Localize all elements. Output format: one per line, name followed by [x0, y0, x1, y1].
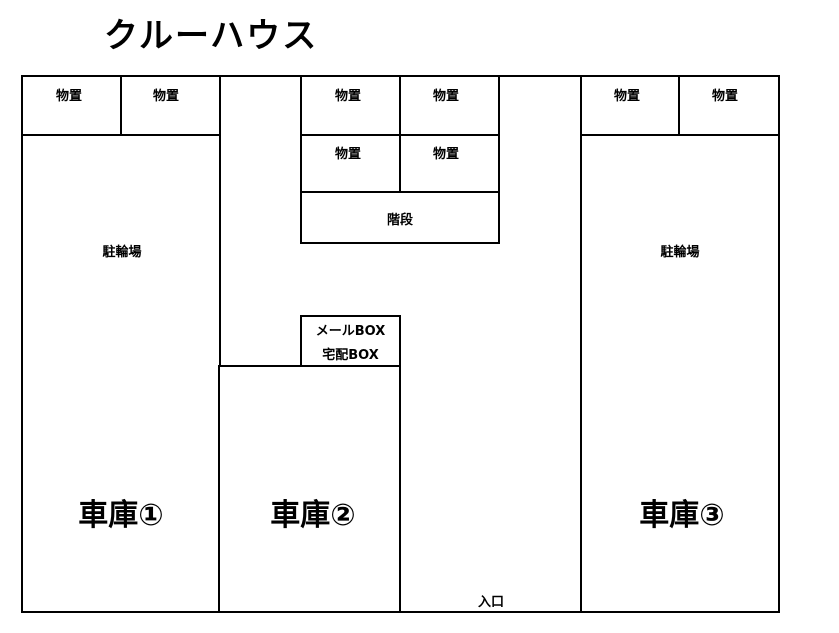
page-title: クルーハウス	[104, 16, 319, 56]
stairs-label: 階段	[386, 213, 413, 228]
storage-right-2-label: 物置	[711, 89, 738, 104]
mail-delivery-box	[300, 315, 401, 368]
storage-right-2	[678, 75, 780, 136]
storage-center-3-label: 物置	[334, 147, 361, 162]
storage-center-4-label: 物置	[432, 147, 459, 162]
bicycle-parking-left-label: 駐輪場	[102, 245, 142, 260]
bicycle-parking-right	[579, 133, 780, 613]
storage-center-2-label: 物置	[432, 89, 459, 104]
mailbox-label: メールBOX	[315, 324, 386, 339]
garage-3-label: 車庫③	[639, 498, 725, 533]
entrance-corridor	[398, 365, 582, 613]
bicycle-parking-right-label: 駐輪場	[660, 245, 700, 260]
storage-left-2-label: 物置	[152, 89, 179, 104]
garage-1-label: 車庫①	[78, 498, 164, 533]
stairs	[300, 191, 500, 244]
entrance-label: 入口	[477, 595, 504, 610]
storage-left-1-label: 物置	[55, 89, 82, 104]
garage-2-label: 車庫②	[270, 498, 356, 533]
storage-left-2	[119, 75, 221, 136]
storage-right-1-label: 物置	[613, 89, 640, 104]
storage-center-1	[300, 75, 401, 136]
bicycle-parking-left	[21, 133, 221, 613]
garage-2	[218, 365, 401, 613]
delivery-box-label: 宅配BOX	[322, 348, 379, 363]
storage-center-1-label: 物置	[334, 89, 361, 104]
storage-center-4	[398, 133, 500, 194]
storage-center-3	[300, 133, 401, 194]
